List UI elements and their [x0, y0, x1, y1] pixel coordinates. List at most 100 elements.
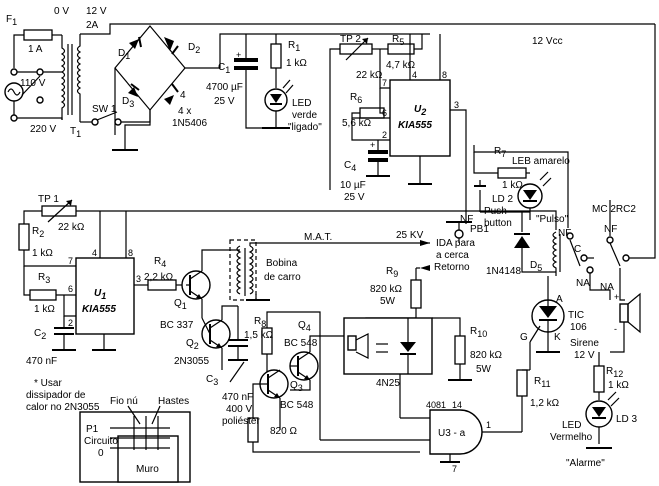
label-tic-k: K	[554, 332, 561, 343]
transistor-q2	[201, 305, 238, 370]
label-u1-pin6: 6	[68, 284, 73, 294]
label-2a: 2A	[86, 20, 99, 31]
label-c4-volt: 25 V	[344, 192, 365, 203]
label-tic-a: A	[556, 294, 563, 305]
label-q1: Q1	[174, 298, 187, 311]
label-mc2rc2: MC 2RC2	[592, 204, 636, 215]
label-r3: R3	[38, 272, 50, 285]
label-r10-value: 820 kΩ	[470, 350, 502, 361]
label-muro: Muro	[136, 464, 159, 475]
label-d3: D3	[122, 96, 134, 109]
label-push-2: button	[484, 218, 512, 229]
label-u1-pin8: 8	[128, 248, 133, 258]
label-p1: P1	[86, 424, 99, 435]
label-u2-pin6: 6	[382, 108, 387, 118]
label-d5-part: 1N4148	[486, 266, 521, 277]
label-sirene: Sirene	[570, 338, 599, 349]
label-alarme: "Alarme"	[566, 458, 605, 469]
label-u2: U2	[414, 104, 426, 117]
label-c1: C1	[218, 62, 230, 75]
label-circuito: Circuito	[84, 436, 118, 447]
label-u2-pin4: 4	[412, 70, 417, 80]
label-zero: 0	[98, 448, 104, 459]
label-led-green-1: LED	[292, 98, 311, 109]
label-hastes: Hastes	[158, 396, 189, 407]
diode-d4	[164, 83, 179, 105]
led-green-ligado	[264, 79, 294, 122]
resistor-r2	[18, 223, 30, 251]
label-220v: 220 V	[30, 124, 56, 135]
label-r11: R11	[534, 376, 551, 389]
led-yellow-ld2	[517, 171, 552, 220]
label-q2-part: 2N3055	[174, 356, 209, 367]
label-c3-cap: 470 nF	[222, 392, 253, 403]
label-u2-pin7: 7	[382, 78, 387, 88]
label-q3-part: BC 548	[280, 400, 314, 411]
resistor-r9	[410, 279, 422, 309]
u2-timer-section	[329, 34, 467, 224]
power-supply-section	[4, 23, 655, 151]
diode-d2	[164, 37, 179, 55]
label-c4-plus: +	[370, 140, 375, 150]
label-led-red-1: LED	[562, 420, 581, 431]
siren-12v	[610, 292, 641, 353]
label-r4-value: 2,2 kΩ	[144, 272, 174, 283]
label-u1: U1	[94, 288, 106, 301]
potentiometer-tp2	[339, 43, 373, 55]
label-pb1: PB1	[470, 224, 489, 235]
fence-detail-inset	[79, 405, 191, 483]
pb1-d5-section	[440, 210, 611, 300]
transistor-q4	[289, 335, 344, 381]
label-siren-plus: +	[614, 292, 619, 302]
and-gate-u3a	[320, 374, 522, 463]
label-4n25: 4N25	[376, 378, 400, 389]
label-r12: R12	[606, 366, 623, 379]
label-leb-amarelo: LEB amarelo	[512, 156, 570, 167]
label-r2-value: 1 kΩ	[32, 248, 53, 259]
resistor-r1	[270, 34, 282, 88]
label-r5: R5	[392, 34, 404, 47]
label-d2: D2	[188, 42, 200, 55]
label-0v: 0 V	[54, 6, 69, 17]
labels: F1 1 A 0 V 12 V 2A 110 V 220 V T1 SW 1 D…	[6, 6, 638, 475]
label-t1: T1	[70, 126, 81, 139]
label-r10: R10	[470, 326, 487, 339]
ic-u2-kia555	[389, 79, 451, 157]
label-u1-pin2: 2	[68, 318, 73, 328]
u1-timer-section	[18, 199, 440, 383]
label-na-relay: NA	[576, 278, 590, 289]
label-12vcc: 12 Vcc	[532, 36, 563, 47]
potentiometer-tp1	[41, 205, 77, 217]
label-c3-type: poliéster	[222, 416, 260, 427]
ac-terminal-220	[10, 114, 18, 122]
label-c1-plus: +	[236, 50, 241, 60]
label-q4-part: BC 548	[284, 338, 318, 349]
detection-section	[247, 279, 530, 463]
label-r11-value: 1,2 kΩ	[530, 398, 560, 409]
label-c3-volt: 400 V	[226, 404, 252, 415]
transistor-q3	[259, 369, 311, 430]
label-r1: R1	[288, 40, 300, 53]
magnetic-contact-mc2rc2	[606, 200, 656, 301]
label-r9-watt: 5W	[380, 296, 396, 307]
label-sw1: SW 1	[92, 104, 117, 115]
wall-muro	[117, 435, 179, 483]
label-r8-value: 1,5 kΩ	[244, 330, 274, 341]
capacitor-c2	[52, 316, 76, 351]
label-ida-1: IDA para	[436, 238, 475, 249]
label-d4: 4	[180, 90, 186, 101]
label-q4: Q4	[298, 320, 311, 333]
label-r6-value: 5,6 kΩ	[342, 118, 372, 129]
label-r6: R6	[350, 92, 362, 105]
label-diodes-qty: 4 x	[178, 106, 191, 117]
capacitor-c4	[366, 140, 390, 177]
label-led-red-2: Vermelho	[550, 432, 593, 443]
label-u1-pin7: 7	[68, 256, 73, 266]
label-r4: R4	[154, 256, 166, 269]
label-u2-pin2: 2	[382, 130, 387, 140]
label-25kv: 25 KV	[396, 230, 424, 241]
label-u1-part: KIA555	[82, 304, 116, 315]
label-c1-volt: 25 V	[214, 96, 235, 107]
label-c2-value: 470 nF	[26, 356, 57, 367]
